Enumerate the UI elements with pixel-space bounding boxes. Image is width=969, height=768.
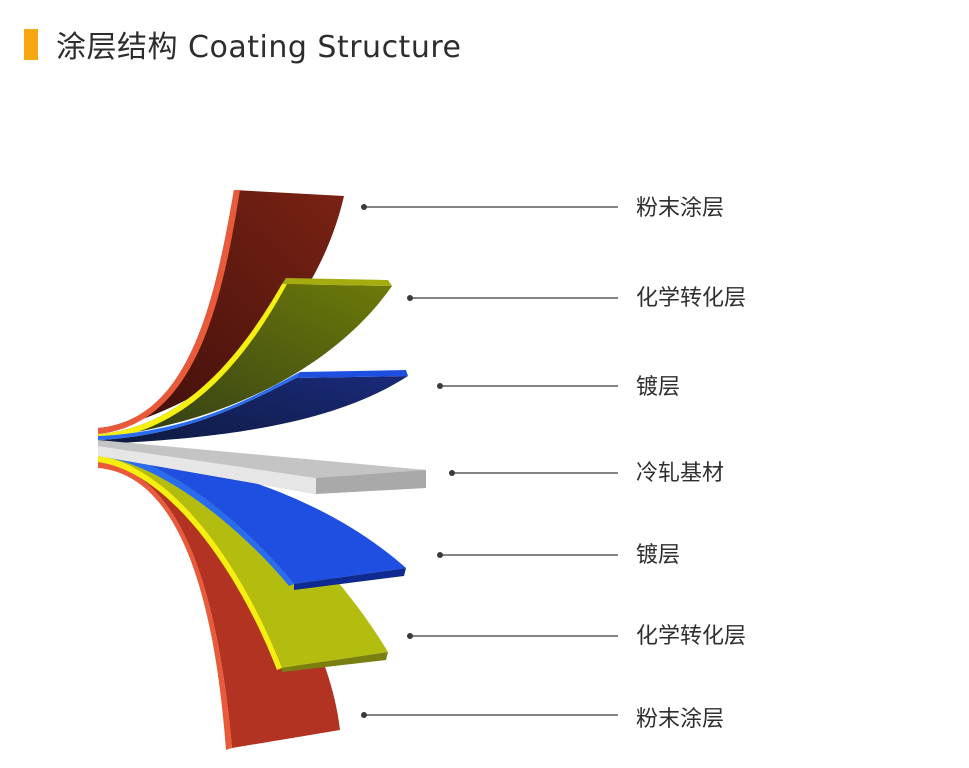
label-plating-bottom: 镀层	[636, 543, 680, 568]
page-title: 涂层结构 Coating Structure	[56, 30, 462, 65]
conversion-layer-bottom-layer	[98, 450, 388, 672]
label-powder-coating-top: 粉末涂层	[636, 196, 724, 221]
leader-conversion-layer-top: 化学转化层	[407, 286, 746, 311]
leader-conversion-layer-bottom: 化学转化层	[407, 624, 746, 649]
cold-rolled-substrate-layer	[98, 440, 426, 494]
leader-plating-bottom: 镀层	[437, 543, 680, 568]
label-conversion-layer-top: 化学转化层	[636, 286, 746, 311]
label-plating-top: 镀层	[636, 375, 680, 400]
plating-bottom-layer	[98, 444, 406, 590]
plating-top-layer	[98, 370, 408, 444]
leader-powder-coating-bottom: 粉末涂层	[361, 707, 724, 732]
powder-coating-bottom-layer	[98, 456, 340, 750]
leader-plating-top: 镀层	[437, 375, 680, 400]
conversion-layer-top-layer	[98, 278, 392, 440]
powder-coating-top-layer	[98, 190, 344, 434]
label-powder-coating-bottom: 粉末涂层	[636, 707, 724, 732]
label-cold-rolled-substrate: 冷轧基材	[636, 461, 724, 486]
leader-cold-rolled-substrate: 冷轧基材	[449, 461, 724, 486]
heading-accent-bar	[24, 28, 38, 60]
label-conversion-layer-bottom: 化学转化层	[636, 624, 746, 649]
leader-powder-coating-top: 粉末涂层	[361, 196, 724, 221]
section-heading: 涂层结构 Coating Structure	[24, 22, 461, 66]
